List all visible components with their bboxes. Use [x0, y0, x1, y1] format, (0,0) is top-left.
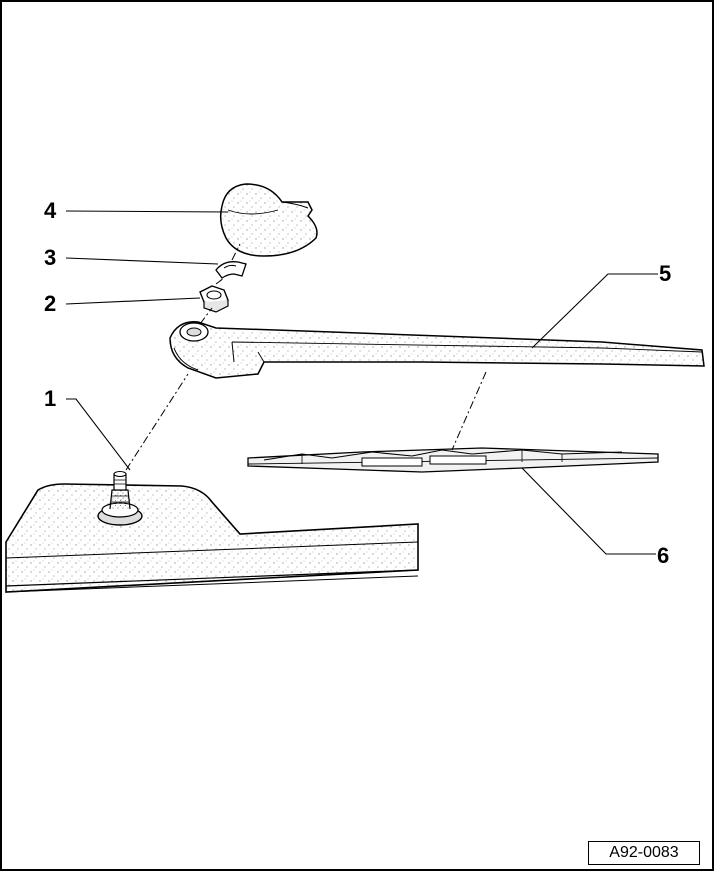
assembly-axis-lines	[125, 243, 487, 471]
figure-reference-box: A92-0083	[588, 841, 700, 865]
callout-3: 3	[44, 245, 57, 270]
part-2-nut	[199, 285, 229, 313]
part-4-cover-cap	[219, 183, 318, 257]
part-5-wiper-arm	[169, 321, 705, 379]
part-6-wiper-blade	[247, 447, 659, 473]
part-3-washer	[215, 261, 247, 279]
leader-lines	[65, 210, 658, 555]
callout-1: 1	[44, 386, 57, 411]
callout-6: 6	[657, 543, 670, 568]
part-1-wiper-spindle	[97, 471, 143, 526]
callout-2: 2	[44, 291, 57, 316]
callout-4: 4	[44, 198, 57, 223]
callout-5: 5	[659, 261, 672, 286]
tailgate-panel	[5, 483, 419, 593]
